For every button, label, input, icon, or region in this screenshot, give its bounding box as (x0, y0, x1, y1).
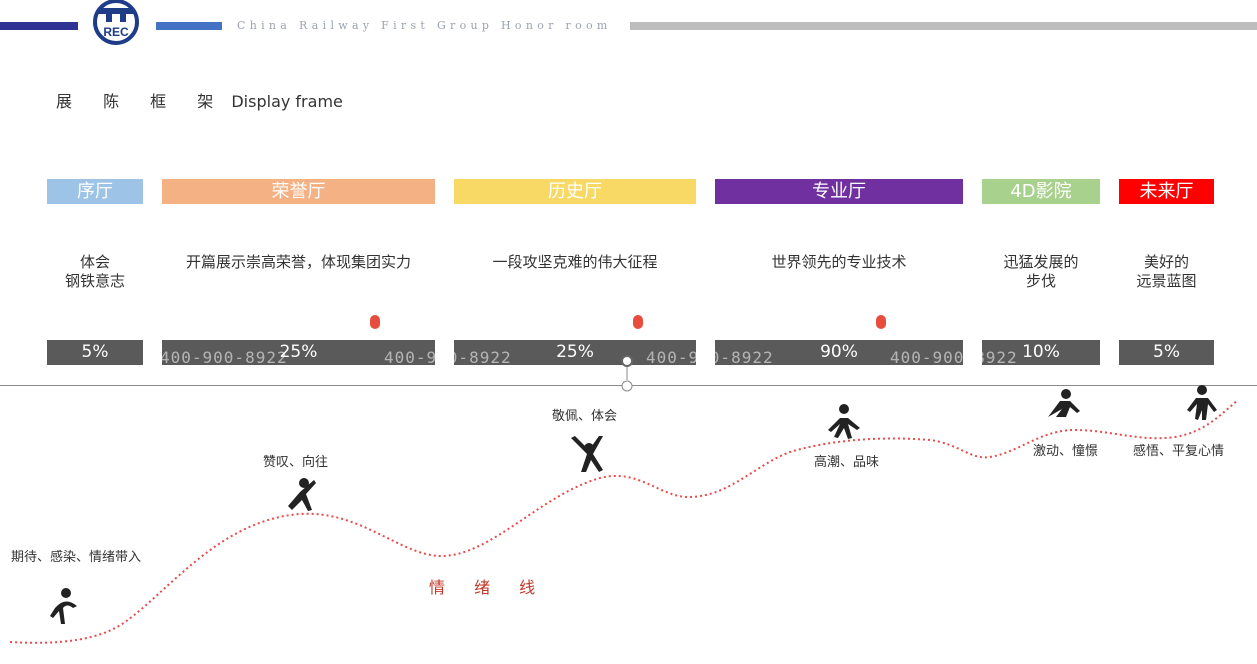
hall-description-honor: 开篇展示崇高荣誉，体现集团实力 (185, 253, 411, 271)
stage-label-5: 激动、憧憬 (1033, 444, 1099, 459)
stage-figure-4-icon (828, 404, 860, 439)
stage-figure-5-icon (1048, 389, 1080, 417)
section-title-cn: 展 陈 框 架 (56, 92, 227, 111)
stage-label-6: 感悟、平复心情 (1133, 444, 1225, 459)
logo-text: REC (103, 25, 129, 39)
hall-percent-future: 5% (1119, 340, 1214, 365)
stage-figure-3-icon (571, 436, 603, 472)
hall-header-honor: 荣誉厅 (162, 179, 435, 204)
section-title: 展 陈 框 架 Display frame (56, 88, 343, 112)
hall-header-professional: 专业厅 (715, 179, 963, 204)
hall-description-4d-cinema: 迅猛发展的 步伐 (1003, 253, 1079, 290)
hall-percent-history: 25% (454, 340, 696, 365)
stage-figure-2-icon (288, 478, 316, 511)
hall-header-future: 未来厅 (1119, 179, 1214, 204)
watermark-seal (876, 315, 886, 329)
header-subtitle: China Railway First Group Honor room (237, 19, 612, 32)
hall-percent-honor: 25% (162, 340, 435, 365)
hall-description-professional: 世界领先的专业技术 (771, 253, 907, 271)
stage-label-3: 敬佩、体会 (552, 409, 618, 424)
hall-description-history: 一段攻坚克难的伟大征程 (492, 253, 658, 271)
watermark-seal (633, 315, 643, 329)
stage-label-4: 高潮、品味 (814, 455, 880, 470)
timeline-marker-top (621, 355, 633, 367)
hall-description-lobby: 体会 钢铁意志 (64, 253, 125, 290)
section-title-en: Display frame (231, 92, 343, 111)
timeline-marker (621, 380, 633, 392)
hall-header-4d-cinema: 4D影院 (982, 179, 1100, 204)
emotion-line-label: 情 绪 线 (429, 578, 548, 597)
header-bar-right (630, 22, 1257, 30)
hall-header-history: 历史厅 (454, 179, 696, 204)
crec-logo: REC (86, 0, 146, 46)
stage-label-1: 期待、感染、情绪带入 (11, 550, 142, 565)
header-bar-mid (156, 22, 222, 30)
hall-percent-4d-cinema: 10% (982, 340, 1100, 365)
stage-figure-6-icon (1187, 385, 1217, 420)
stage-figure-1-icon (50, 588, 77, 624)
stage-label-2: 赞叹、向往 (263, 455, 329, 470)
hall-header-lobby: 序厅 (47, 179, 143, 204)
hall-percent-lobby: 5% (47, 340, 143, 365)
hall-percent-professional: 90% (715, 340, 963, 365)
watermark-seal (370, 315, 380, 329)
hall-description-future: 美好的 远景蓝图 (1136, 253, 1197, 290)
header-bar-left (0, 22, 78, 30)
emotion-curve (9, 399, 1239, 644)
